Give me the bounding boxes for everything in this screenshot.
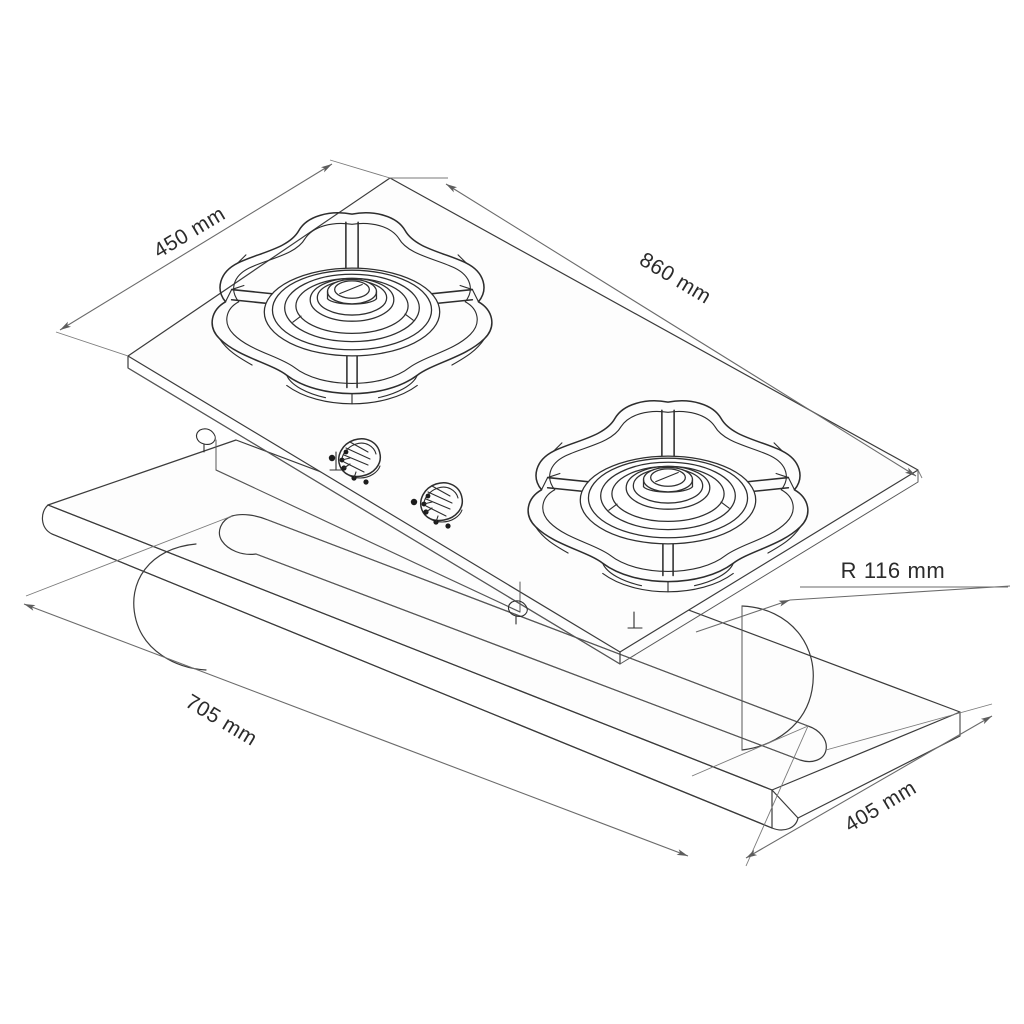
dimension-corner-radius [695,585,1011,633]
control-knob-left[interactable] [328,438,382,485]
dimension-label-705: 705 mm [181,690,261,751]
knob-indicator-dot [445,523,451,529]
knob-indicator-dot [410,498,418,506]
dimension-cutout-depth [745,703,993,867]
dimension-label-450: 450 mm [150,202,230,263]
dimension-label-405: 405 mm [841,776,921,837]
knob-indicator-dot [328,454,336,462]
dimension-hob-depth [55,159,391,357]
knob-indicator-dot [343,449,349,455]
dimension-label-r116: R 116 mm [841,558,946,583]
dimension-label-860: 860 mm [635,248,715,309]
dimension-hob-width [390,177,923,479]
knob-indicator-dot [363,479,369,485]
knob-indicator-dot [425,493,431,499]
cooktop-panel [127,177,919,665]
control-knob-right[interactable] [410,482,464,529]
